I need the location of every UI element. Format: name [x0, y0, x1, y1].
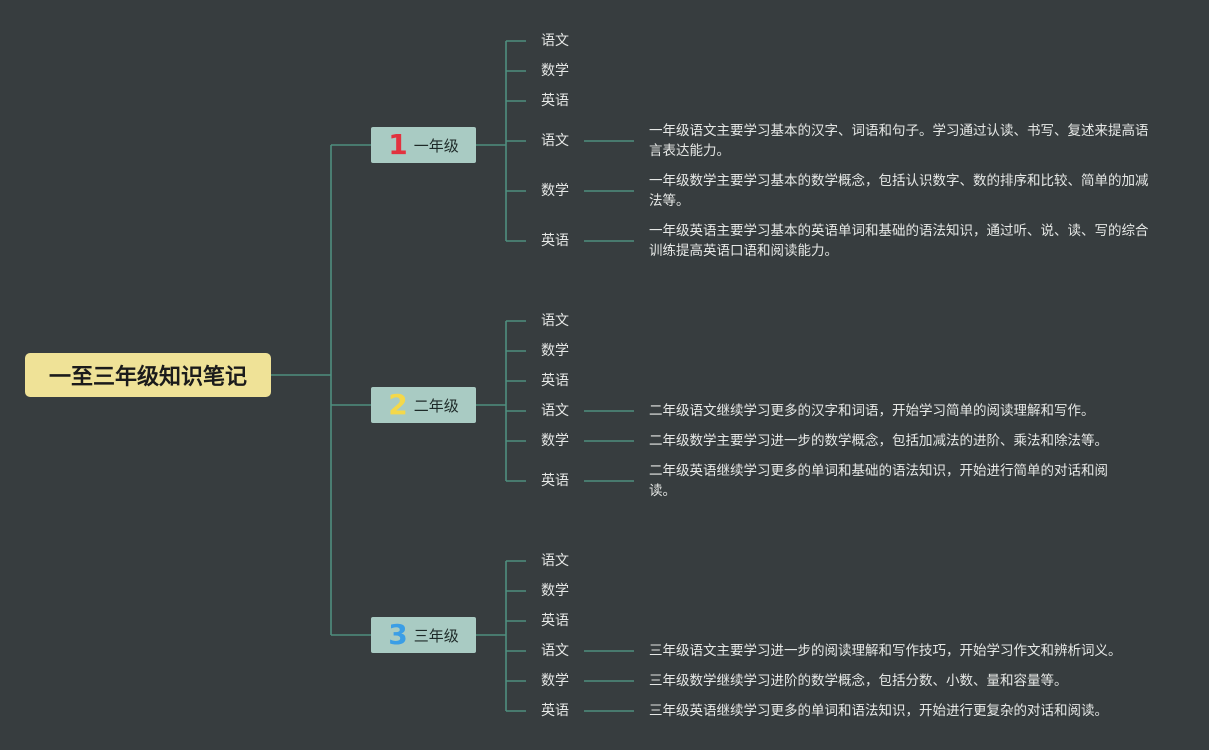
grade-1-note-math[interactable]: 一年级数学主要学习基本的数学概念，包括认识数字、数的排序和比较、简单的加减法等。 — [649, 173, 1149, 209]
grade-1-subject-math[interactable]: 数学 — [541, 63, 569, 79]
grade-1-subject-chinese[interactable]: 语文 — [541, 33, 569, 49]
grade-3-note-math[interactable]: 三年级数学继续学习进阶的数学概念，包括分数、小数、量和容量等。 — [649, 673, 1068, 689]
grade-3-label: 三年级 — [413, 626, 459, 645]
grade-3-note-subject-english[interactable]: 英语 — [541, 703, 569, 719]
root-topic-label: 一至三年级知识笔记 — [48, 365, 247, 390]
grade-2-note-english[interactable]: 二年级英语继续学习更多的单词和基础的语法知识，开始进行简单的对话和阅读。 — [649, 463, 1108, 499]
grade-2-note-subject-chinese[interactable]: 语文 — [541, 403, 569, 419]
grade-1-node[interactable]: 1 一年级 — [371, 127, 476, 163]
grade-1-note-chinese[interactable]: 一年级语文主要学习基本的汉字、词语和句子。学习通过认读、书写、复述来提高语言表达… — [649, 123, 1149, 159]
number-1-icon: 1 — [388, 128, 408, 161]
grade-1-label: 一年级 — [413, 136, 459, 155]
grade-3-subject-english[interactable]: 英语 — [541, 613, 569, 629]
grade-1-subject-english[interactable]: 英语 — [541, 93, 569, 109]
number-2-icon: 2 — [388, 388, 408, 421]
grade-1-note-english[interactable]: 一年级英语主要学习基本的英语单词和基础的语法知识，通过听、说、读、写的综合训练提… — [649, 223, 1149, 259]
grade-3-subject-math[interactable]: 数学 — [541, 583, 569, 599]
grade-3-note-subject-math[interactable]: 数学 — [541, 673, 569, 689]
grade-2-subject-math[interactable]: 数学 — [541, 343, 569, 359]
grade-1-note-subject-chinese[interactable]: 语文 — [541, 133, 569, 149]
grade-2-node[interactable]: 2 二年级 — [371, 387, 476, 423]
root-topic[interactable]: 一至三年级知识笔记 — [25, 353, 271, 397]
grade-2-subject-chinese[interactable]: 语文 — [541, 313, 569, 329]
grade-1-note-subject-english[interactable]: 英语 — [541, 233, 569, 249]
grade-2-note-subject-english[interactable]: 英语 — [541, 473, 569, 489]
grade-3-subject-chinese[interactable]: 语文 — [541, 553, 569, 569]
grade-3-note-english[interactable]: 三年级英语继续学习更多的单词和语法知识，开始进行更复杂的对话和阅读。 — [649, 703, 1108, 719]
grade-2-subject-english[interactable]: 英语 — [541, 373, 569, 389]
grade-3-note-subject-chinese[interactable]: 语文 — [541, 643, 569, 659]
number-3-icon: 3 — [388, 618, 408, 651]
grade-2-note-chinese[interactable]: 二年级语文继续学习更多的汉字和词语，开始学习简单的阅读理解和写作。 — [649, 403, 1095, 419]
grade-2-label: 二年级 — [413, 396, 459, 415]
grade-2-note-math[interactable]: 二年级数学主要学习进一步的数学概念，包括加减法的进阶、乘法和除法等。 — [649, 433, 1108, 449]
grade-1-note-subject-math[interactable]: 数学 — [541, 183, 569, 199]
grade-3-node[interactable]: 3 三年级 — [371, 617, 476, 653]
grade-2-note-subject-math[interactable]: 数学 — [541, 433, 569, 449]
grade-3-note-chinese[interactable]: 三年级语文主要学习进一步的阅读理解和写作技巧，开始学习作文和辨析词义。 — [649, 643, 1122, 659]
